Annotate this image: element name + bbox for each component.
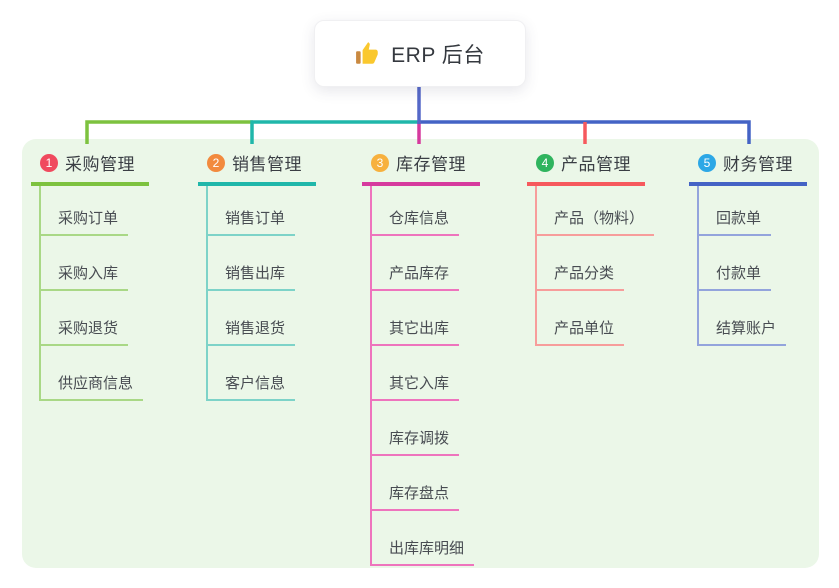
branch-1: 1 采购管理采购订单采购入库采购退货供应商信息 <box>31 150 149 401</box>
child-node[interactable]: 产品库存 <box>372 236 460 291</box>
child-node[interactable]: 其它入库 <box>372 346 460 401</box>
child-node[interactable]: 产品分类 <box>537 236 625 291</box>
child-node[interactable]: 客户信息 <box>208 346 296 401</box>
child-node[interactable]: 其它出库 <box>372 291 460 346</box>
branch-title: 销售管理 <box>232 155 302 174</box>
branch-index-badge: 5 <box>698 153 716 172</box>
branch-title-row[interactable]: 4 产品管理 <box>527 150 645 186</box>
child-node[interactable]: 销售退货 <box>208 291 296 346</box>
branch-children: 采购订单采购入库采购退货供应商信息 <box>39 186 144 401</box>
branch-title-row[interactable]: 1 采购管理 <box>31 150 149 186</box>
branch-title: 库存管理 <box>396 155 466 174</box>
child-node[interactable]: 回款单 <box>699 186 772 236</box>
root-node[interactable]: ERP 后台 <box>314 20 526 87</box>
branch-index-badge: 4 <box>536 153 554 172</box>
branch-4: 4 产品管理产品（物料）产品分类产品单位 <box>527 150 655 346</box>
child-node[interactable]: 出库库明细 <box>372 511 475 566</box>
branch-title: 产品管理 <box>561 155 631 174</box>
branch-index-badge: 1 <box>40 153 58 172</box>
branch-children: 产品（物料）产品分类产品单位 <box>535 186 655 346</box>
child-node[interactable]: 销售订单 <box>208 186 296 236</box>
branch-5: 5 财务管理回款单付款单结算账户 <box>689 150 807 346</box>
branch-3: 3 库存管理仓库信息产品库存其它出库其它入库库存调拨库存盘点出库库明细 <box>362 150 480 566</box>
child-node[interactable]: 产品（物料） <box>537 186 655 236</box>
root-label: ERP 后台 <box>391 43 485 67</box>
child-node[interactable]: 供应商信息 <box>41 346 144 401</box>
branch-children: 回款单付款单结算账户 <box>697 186 787 346</box>
child-node[interactable]: 采购订单 <box>41 186 129 236</box>
branch-title-row[interactable]: 2 销售管理 <box>198 150 316 186</box>
child-node[interactable]: 采购退货 <box>41 291 129 346</box>
branch-index-badge: 2 <box>207 153 225 172</box>
branch-title: 财务管理 <box>723 155 793 174</box>
branch-2: 2 销售管理销售订单销售出库销售退货客户信息 <box>198 150 316 401</box>
child-node[interactable]: 库存盘点 <box>372 456 460 511</box>
thumbs-up-icon <box>355 41 381 67</box>
child-node[interactable]: 销售出库 <box>208 236 296 291</box>
branch-children: 销售订单销售出库销售退货客户信息 <box>206 186 296 401</box>
child-node[interactable]: 库存调拨 <box>372 401 460 456</box>
branch-title-row[interactable]: 3 库存管理 <box>362 150 480 186</box>
child-node[interactable]: 采购入库 <box>41 236 129 291</box>
child-node[interactable]: 产品单位 <box>537 291 625 346</box>
mindmap-canvas <box>22 139 819 568</box>
branch-title-row[interactable]: 5 财务管理 <box>689 150 807 186</box>
child-node[interactable]: 结算账户 <box>699 291 787 346</box>
branch-title: 采购管理 <box>65 155 135 174</box>
branch-index-badge: 3 <box>371 153 389 172</box>
child-node[interactable]: 付款单 <box>699 236 772 291</box>
child-node[interactable]: 仓库信息 <box>372 186 460 236</box>
branch-children: 仓库信息产品库存其它出库其它入库库存调拨库存盘点出库库明细 <box>370 186 475 566</box>
